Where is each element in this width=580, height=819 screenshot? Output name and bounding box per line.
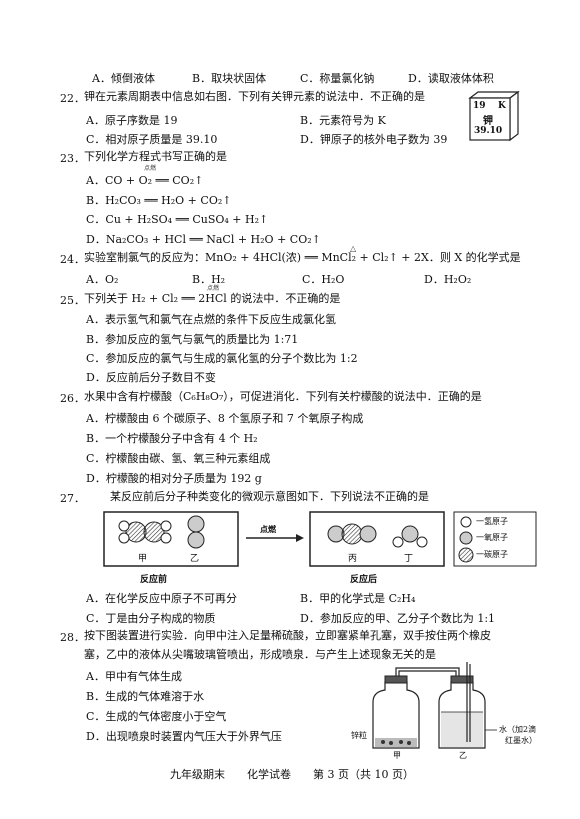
q23-option-c: C．Cu + H₂SO₄ ══ CuSO₄ + H₂↑ — [86, 213, 269, 226]
bottle-yi-label: 乙 — [459, 751, 467, 760]
q28-option-b: B．生成的气体难溶于水 — [86, 690, 205, 703]
zinc-label: 锌粒 — [351, 731, 367, 740]
arrow-label: 点燃 — [260, 524, 276, 534]
q26-option-c: C．柠檬酸由碳、氢、氧三种元素组成 — [86, 452, 271, 465]
label-ding: 丁 — [404, 554, 414, 564]
q27-option-c: C．丁是由分子构成的物质 — [86, 612, 216, 625]
q27-option-a: A．在化学反应中原子不可再分 — [86, 592, 237, 605]
water-label: 水（加2滴 — [499, 725, 537, 734]
q22-option-b: B．元素符号为 K — [300, 114, 386, 127]
q28-stem-line2: 塞，乙中的液体从尖嘴玻璃管喷出，形成喷泉．与产生上述现象无关的是 — [84, 648, 436, 661]
legend-hydrogen: 一氢原子 — [476, 517, 508, 526]
q26-number: 26． — [60, 392, 85, 405]
q25-option-b: B．参加反应的氢气与氯气的质量比为 1:71 — [86, 333, 299, 346]
q23-option-b: B．H₂CO₃ ══ H₂O + CO₂↑ — [86, 194, 232, 207]
legend-oxygen: 一氧原子 — [476, 533, 508, 542]
q22-stem: 钾在元素周期表中信息如右图．下列有关钾元素的说法中．不正确的是 — [84, 90, 425, 103]
fountain-apparatus: 锌粒 甲 乙 水（加2滴 红墨水） — [351, 660, 555, 760]
q27-number: 27． — [60, 492, 85, 505]
q23-number: 23． — [60, 152, 85, 165]
element-name: 钾 — [483, 116, 493, 127]
q25-condition: 点燃 — [207, 285, 220, 292]
q26-option-d: D．柠檬酸的相对分子质量为 192 g — [86, 472, 262, 485]
q28-option-d: D．出现喷泉时装置内气压大于外界气压 — [86, 730, 282, 743]
q26-stem: 水果中含有柠檬酸（C₆H₈O₇），可促进消化．下列有关柠檬酸的说法中．正确的是 — [84, 390, 482, 403]
q25-number: 25． — [60, 294, 85, 307]
q22-number: 22． — [60, 92, 85, 105]
label-before: 反应前 — [140, 575, 168, 585]
label-yi: 乙 — [190, 554, 200, 564]
q25-stem: 下列关于 H₂ + Cl₂ ══ 2HCl 的说法中．不正确的是 — [84, 292, 341, 305]
q22-option-c: C．相对原子质量是 39.10 — [86, 133, 218, 146]
q23-stem: 下列化学方程式书写正确的是 — [84, 150, 227, 163]
q24-number: 24． — [60, 253, 85, 266]
apparatus-svg — [372, 662, 497, 749]
legend-carbon: 一碳原子 — [476, 550, 508, 559]
q26-option-a: A．柠檬酸由 6 个碳原子、8 个氢原子和 7 个氧原子构成 — [86, 412, 364, 425]
label-after: 反应后 — [350, 575, 378, 585]
element-cell-box-icon — [468, 90, 520, 142]
element-number: 19 — [473, 101, 486, 111]
q27-stem: 某反应前后分子种类变化的微观示意图如下．下列说法不正确的是 — [110, 490, 429, 503]
q26-option-b: B．一个柠檬酸分子中含有 4 个 H₂ — [86, 432, 258, 445]
bottle-jia-label: 甲 — [393, 751, 401, 760]
q22-option-d: D．钾原子的核外电子数为 39 — [300, 133, 448, 146]
q21-option-b: B．取块状固体 — [192, 72, 267, 85]
q24-option-c: C．H₂O — [302, 273, 345, 286]
q21-option-a: A．倾倒液体 — [92, 72, 155, 85]
q28-option-a: A．甲中有气体生成 — [86, 670, 182, 683]
q25-option-c: C．参加反应的氯气与生成的氯化氢的分子个数比为 1:2 — [86, 352, 358, 365]
reaction-diagram: 甲 乙 点燃 丙 丁 反应前 反应后 一氢原子 一氧原子 一碳原子 — [100, 508, 540, 588]
element-symbol: K — [498, 101, 506, 111]
q23-condition: 点燃 — [144, 165, 157, 172]
q25-option-d: D．反应前后分子数目不变 — [86, 371, 216, 384]
q27-option-b: B．甲的化学式是 C₂H₄ — [300, 592, 416, 605]
q25-option-a: A．表示氢气和氯气在点燃的条件下反应生成氯化氢 — [86, 313, 336, 326]
q24-option-d: D．H₂O₂ — [424, 273, 472, 286]
q23-option-d: D．Na₂CO₃ + HCl ══ NaCl + H₂O + CO₂↑ — [86, 233, 321, 246]
q24-stem: 实验室制氯气的反应为：MnO₂ + 4HCl(浓) ══ MnCl₂ + Cl₂… — [84, 251, 521, 264]
q28-number: 28． — [60, 631, 85, 644]
label-bing: 丙 — [348, 554, 358, 564]
q22-option-a: A．原子序数是 19 — [86, 114, 178, 127]
q24-heat-symbol: △ — [350, 244, 357, 253]
q21-option-c: C．称量氯化钠 — [300, 72, 375, 85]
q28-option-c: C．生成的气体密度小于空气 — [86, 710, 227, 723]
q21-option-d: D．读取液体体积 — [408, 72, 494, 85]
potassium-element-cell: 19 K 钾 39.10 — [466, 90, 520, 142]
q27-option-d: D．参加反应的甲、乙分子个数比为 1:1 — [300, 612, 496, 625]
page-footer: 九年级期末 化学试卷 第 3 页（共 10 页） — [170, 768, 414, 781]
q24-option-a: A．O₂ — [86, 273, 119, 286]
q24-option-b: B．H₂ — [192, 273, 226, 286]
q23-option-a: A．CO + O₂ ══ CO₂↑ — [86, 174, 204, 187]
element-mass: 39.10 — [474, 126, 503, 136]
q28-stem-line1: 按下图装置进行实验．向甲中注入足量稀硫酸，立即塞紧单孔塞，双手按住两个橡皮 — [84, 629, 491, 642]
reaction-diagram-svg — [103, 511, 537, 567]
water-label-2: 红墨水） — [505, 736, 537, 745]
label-jia: 甲 — [138, 554, 148, 564]
